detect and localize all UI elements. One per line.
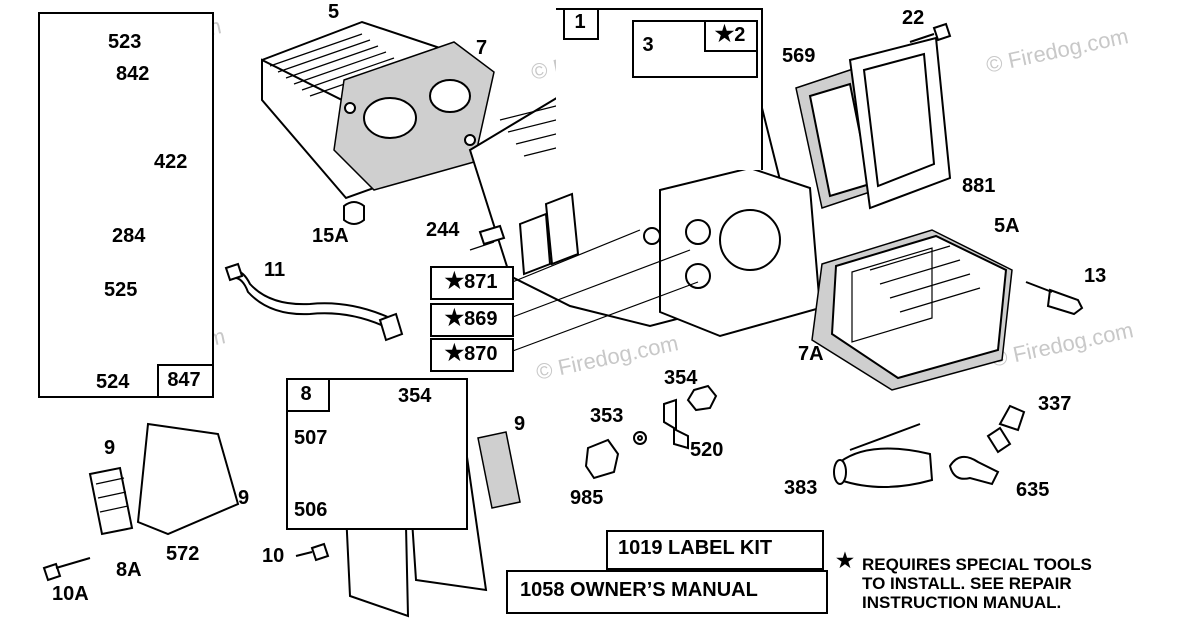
part-label-8A: 8A: [116, 559, 142, 581]
part-label-22: 22: [902, 7, 925, 29]
note-line-2: TO INSTALL. SEE REPAIR: [862, 574, 1072, 593]
washer-drawing: [633, 431, 647, 445]
dipstick-kit-number: 847: [167, 369, 201, 391]
part-label-11: 11: [264, 259, 286, 281]
label-kit-text: 1019 LABEL KIT: [618, 537, 773, 559]
dipstick-kit-box: [38, 12, 214, 398]
part-label-523: 523: [108, 31, 142, 53]
part-label-337: 337: [1038, 393, 1072, 415]
part-label-9: 9: [104, 437, 116, 459]
part-label-353: 353: [590, 405, 624, 427]
star-icon: ★: [714, 21, 735, 46]
part-label-422: 422: [154, 151, 188, 173]
star-box-870: [430, 338, 514, 372]
part-label-9: 9: [238, 487, 250, 509]
seal-star-label: ★2: [714, 21, 746, 47]
part-label-506: 506: [294, 499, 328, 521]
nut-drawing: [686, 384, 718, 412]
part-label-569: 569: [782, 45, 816, 67]
label-kit-box: [606, 530, 824, 570]
star-label-870: ★870: [444, 340, 498, 366]
owners-manual-text: 1058 OWNER’S MANUAL: [520, 579, 758, 601]
part-label-284: 284: [112, 225, 146, 247]
star-box-869: [430, 303, 514, 337]
switch-drawing: [584, 438, 620, 480]
star-label-869: ★869: [444, 305, 498, 331]
part-label-9: 9: [514, 413, 526, 435]
part-label-524: 524: [96, 371, 130, 393]
part-label-15A: 15A: [312, 225, 349, 247]
part-label-10A: 10A: [52, 583, 89, 605]
engine-block-number: 1: [574, 11, 586, 33]
head-gasket-drawing: [261, 20, 495, 200]
star-icon: ★: [444, 340, 465, 365]
spark-plug-drawing: [998, 404, 1026, 432]
owners-manual-box: [506, 570, 828, 614]
governor-drawing: [88, 466, 134, 536]
part-label-520: 520: [690, 439, 724, 461]
part-label-383: 383: [784, 477, 818, 499]
part-label-7A: 7A: [798, 343, 824, 365]
part-label-7: 7: [476, 37, 488, 59]
part-label-354: 354: [664, 367, 698, 389]
engine-block-number-box: [563, 8, 599, 40]
star-icon: ★: [444, 268, 465, 293]
dipstick-kit-number-box: [157, 364, 214, 398]
star-icon: ★: [444, 305, 465, 330]
part-label-13: 13: [1084, 265, 1107, 287]
part-label-985: 985: [570, 487, 604, 509]
star-label-871: ★871: [444, 268, 498, 294]
plug-boot-drawing: [948, 455, 1000, 486]
note-line-1: REQUIRES SPECIAL TOOLS: [862, 555, 1092, 574]
air-guide-drawing: [136, 422, 240, 536]
star-box-871: [430, 266, 514, 300]
part-label-842: 842: [116, 63, 150, 85]
breather-tube-drawing: [231, 270, 391, 319]
part-label-635: 635: [1016, 479, 1050, 501]
part-label-881: 881: [962, 175, 996, 197]
bracket-kit-number: 8: [300, 383, 312, 405]
part-label-354: 354: [398, 385, 432, 407]
cylinder-sleeve-drawing: [839, 447, 934, 488]
part-label-525: 525: [104, 279, 138, 301]
cylinder-head-drawing: [811, 229, 1084, 391]
seal-star-box: [704, 20, 758, 52]
part-label-507: 507: [294, 427, 328, 449]
part-label-244: 244: [426, 219, 460, 241]
bracket-kit-number-box: [286, 378, 330, 412]
bracket-drawing: [663, 398, 689, 450]
part-label-10: 10: [262, 545, 285, 567]
part-label-5A: 5A: [994, 215, 1020, 237]
note-line-3: INSTRUCTION MANUAL.: [862, 593, 1062, 612]
part-label-5: 5: [328, 1, 340, 23]
seal-part-number: 3: [642, 34, 654, 56]
plug-drawing: [343, 201, 365, 225]
part-label-572: 572: [166, 543, 200, 565]
star-note-icon: ★: [836, 550, 854, 572]
